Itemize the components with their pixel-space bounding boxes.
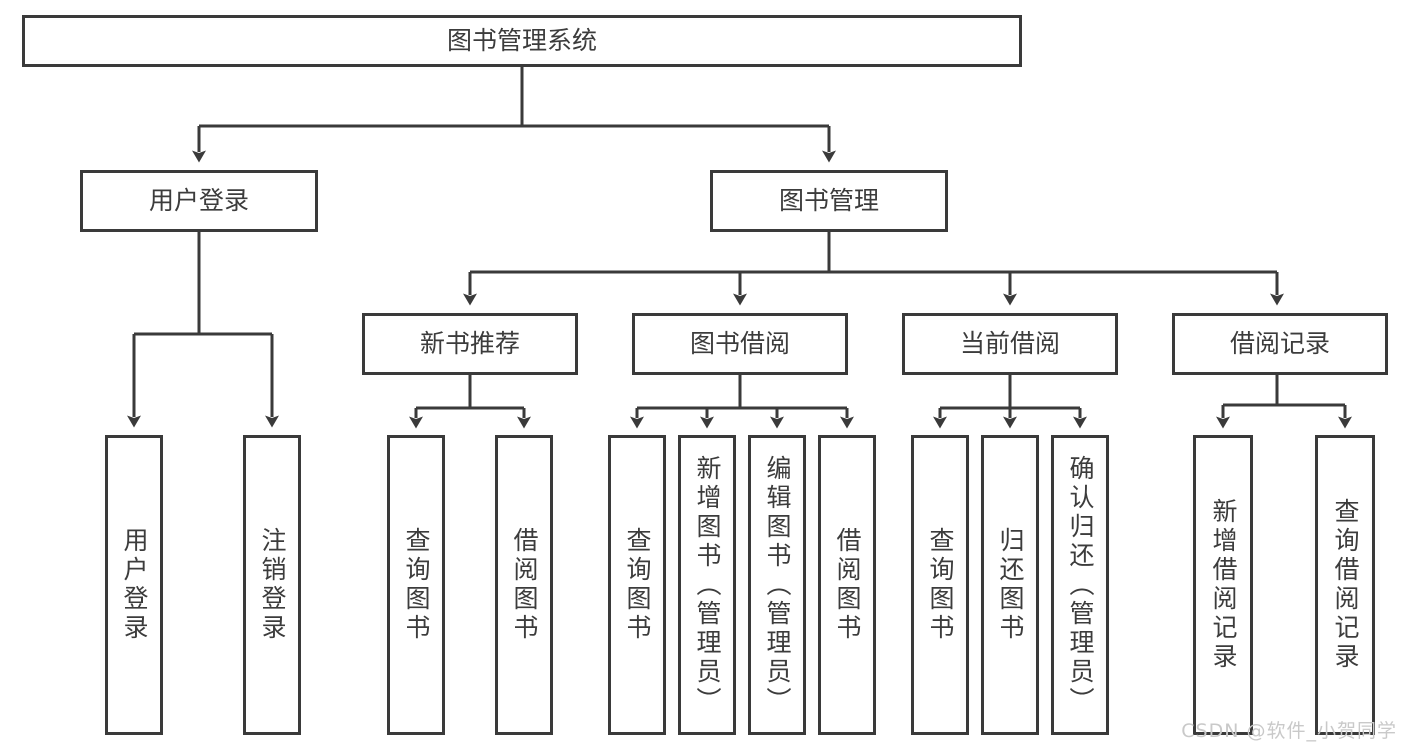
node-book-borrow[interactable]: 图书借阅 — [632, 313, 848, 375]
leaf-query-book-3-label: 查询图书 — [926, 527, 955, 643]
node-new-book-recommend-label: 新书推荐 — [419, 329, 520, 358]
leaf-add-book-label: 新增图书（管理员） — [693, 454, 722, 716]
node-current-borrow[interactable]: 当前借阅 — [902, 313, 1118, 375]
leaf-logout-login-label: 注销登录 — [258, 527, 287, 643]
node-user-login-label: 用户登录 — [148, 186, 249, 215]
node-root[interactable]: 图书管理系统 — [22, 15, 1022, 67]
leaf-logout-login[interactable]: 注销登录 — [243, 435, 301, 735]
leaf-add-record[interactable]: 新增借阅记录 — [1193, 435, 1253, 735]
leaf-edit-book[interactable]: 编辑图书（管理员） — [748, 435, 806, 735]
node-root-label: 图书管理系统 — [446, 26, 597, 55]
node-book-manage-label: 图书管理 — [778, 186, 879, 215]
leaf-borrow-book-1-label: 借阅图书 — [510, 527, 539, 643]
leaf-user-login[interactable]: 用户登录 — [105, 435, 163, 735]
leaf-query-book-2[interactable]: 查询图书 — [608, 435, 666, 735]
leaf-query-record-label: 查询借阅记录 — [1331, 498, 1360, 672]
node-current-borrow-label: 当前借阅 — [959, 329, 1060, 358]
node-user-login[interactable]: 用户登录 — [80, 170, 318, 232]
leaf-confirm-return[interactable]: 确认归还（管理员） — [1051, 435, 1109, 735]
leaf-user-login-label: 用户登录 — [120, 527, 149, 643]
leaf-query-book-1[interactable]: 查询图书 — [387, 435, 445, 735]
watermark: CSDN @软件_小贺同学 — [1181, 720, 1397, 742]
leaf-add-book[interactable]: 新增图书（管理员） — [678, 435, 736, 735]
leaf-query-record[interactable]: 查询借阅记录 — [1315, 435, 1375, 735]
leaf-query-book-2-label: 查询图书 — [623, 527, 652, 643]
leaf-borrow-book-2[interactable]: 借阅图书 — [818, 435, 876, 735]
node-book-borrow-label: 图书借阅 — [689, 329, 790, 358]
leaf-confirm-return-label: 确认归还（管理员） — [1066, 454, 1095, 716]
leaf-edit-book-label: 编辑图书（管理员） — [763, 454, 792, 716]
node-borrow-record-label: 借阅记录 — [1229, 329, 1330, 358]
leaf-add-record-label: 新增借阅记录 — [1209, 498, 1238, 672]
leaf-return-book[interactable]: 归还图书 — [981, 435, 1039, 735]
leaf-query-book-3[interactable]: 查询图书 — [911, 435, 969, 735]
node-new-book-recommend[interactable]: 新书推荐 — [362, 313, 578, 375]
leaf-query-book-1-label: 查询图书 — [402, 527, 431, 643]
node-book-manage[interactable]: 图书管理 — [710, 170, 948, 232]
node-borrow-record[interactable]: 借阅记录 — [1172, 313, 1388, 375]
leaf-borrow-book-2-label: 借阅图书 — [833, 527, 862, 643]
leaf-return-book-label: 归还图书 — [996, 527, 1025, 643]
leaf-borrow-book-1[interactable]: 借阅图书 — [495, 435, 553, 735]
